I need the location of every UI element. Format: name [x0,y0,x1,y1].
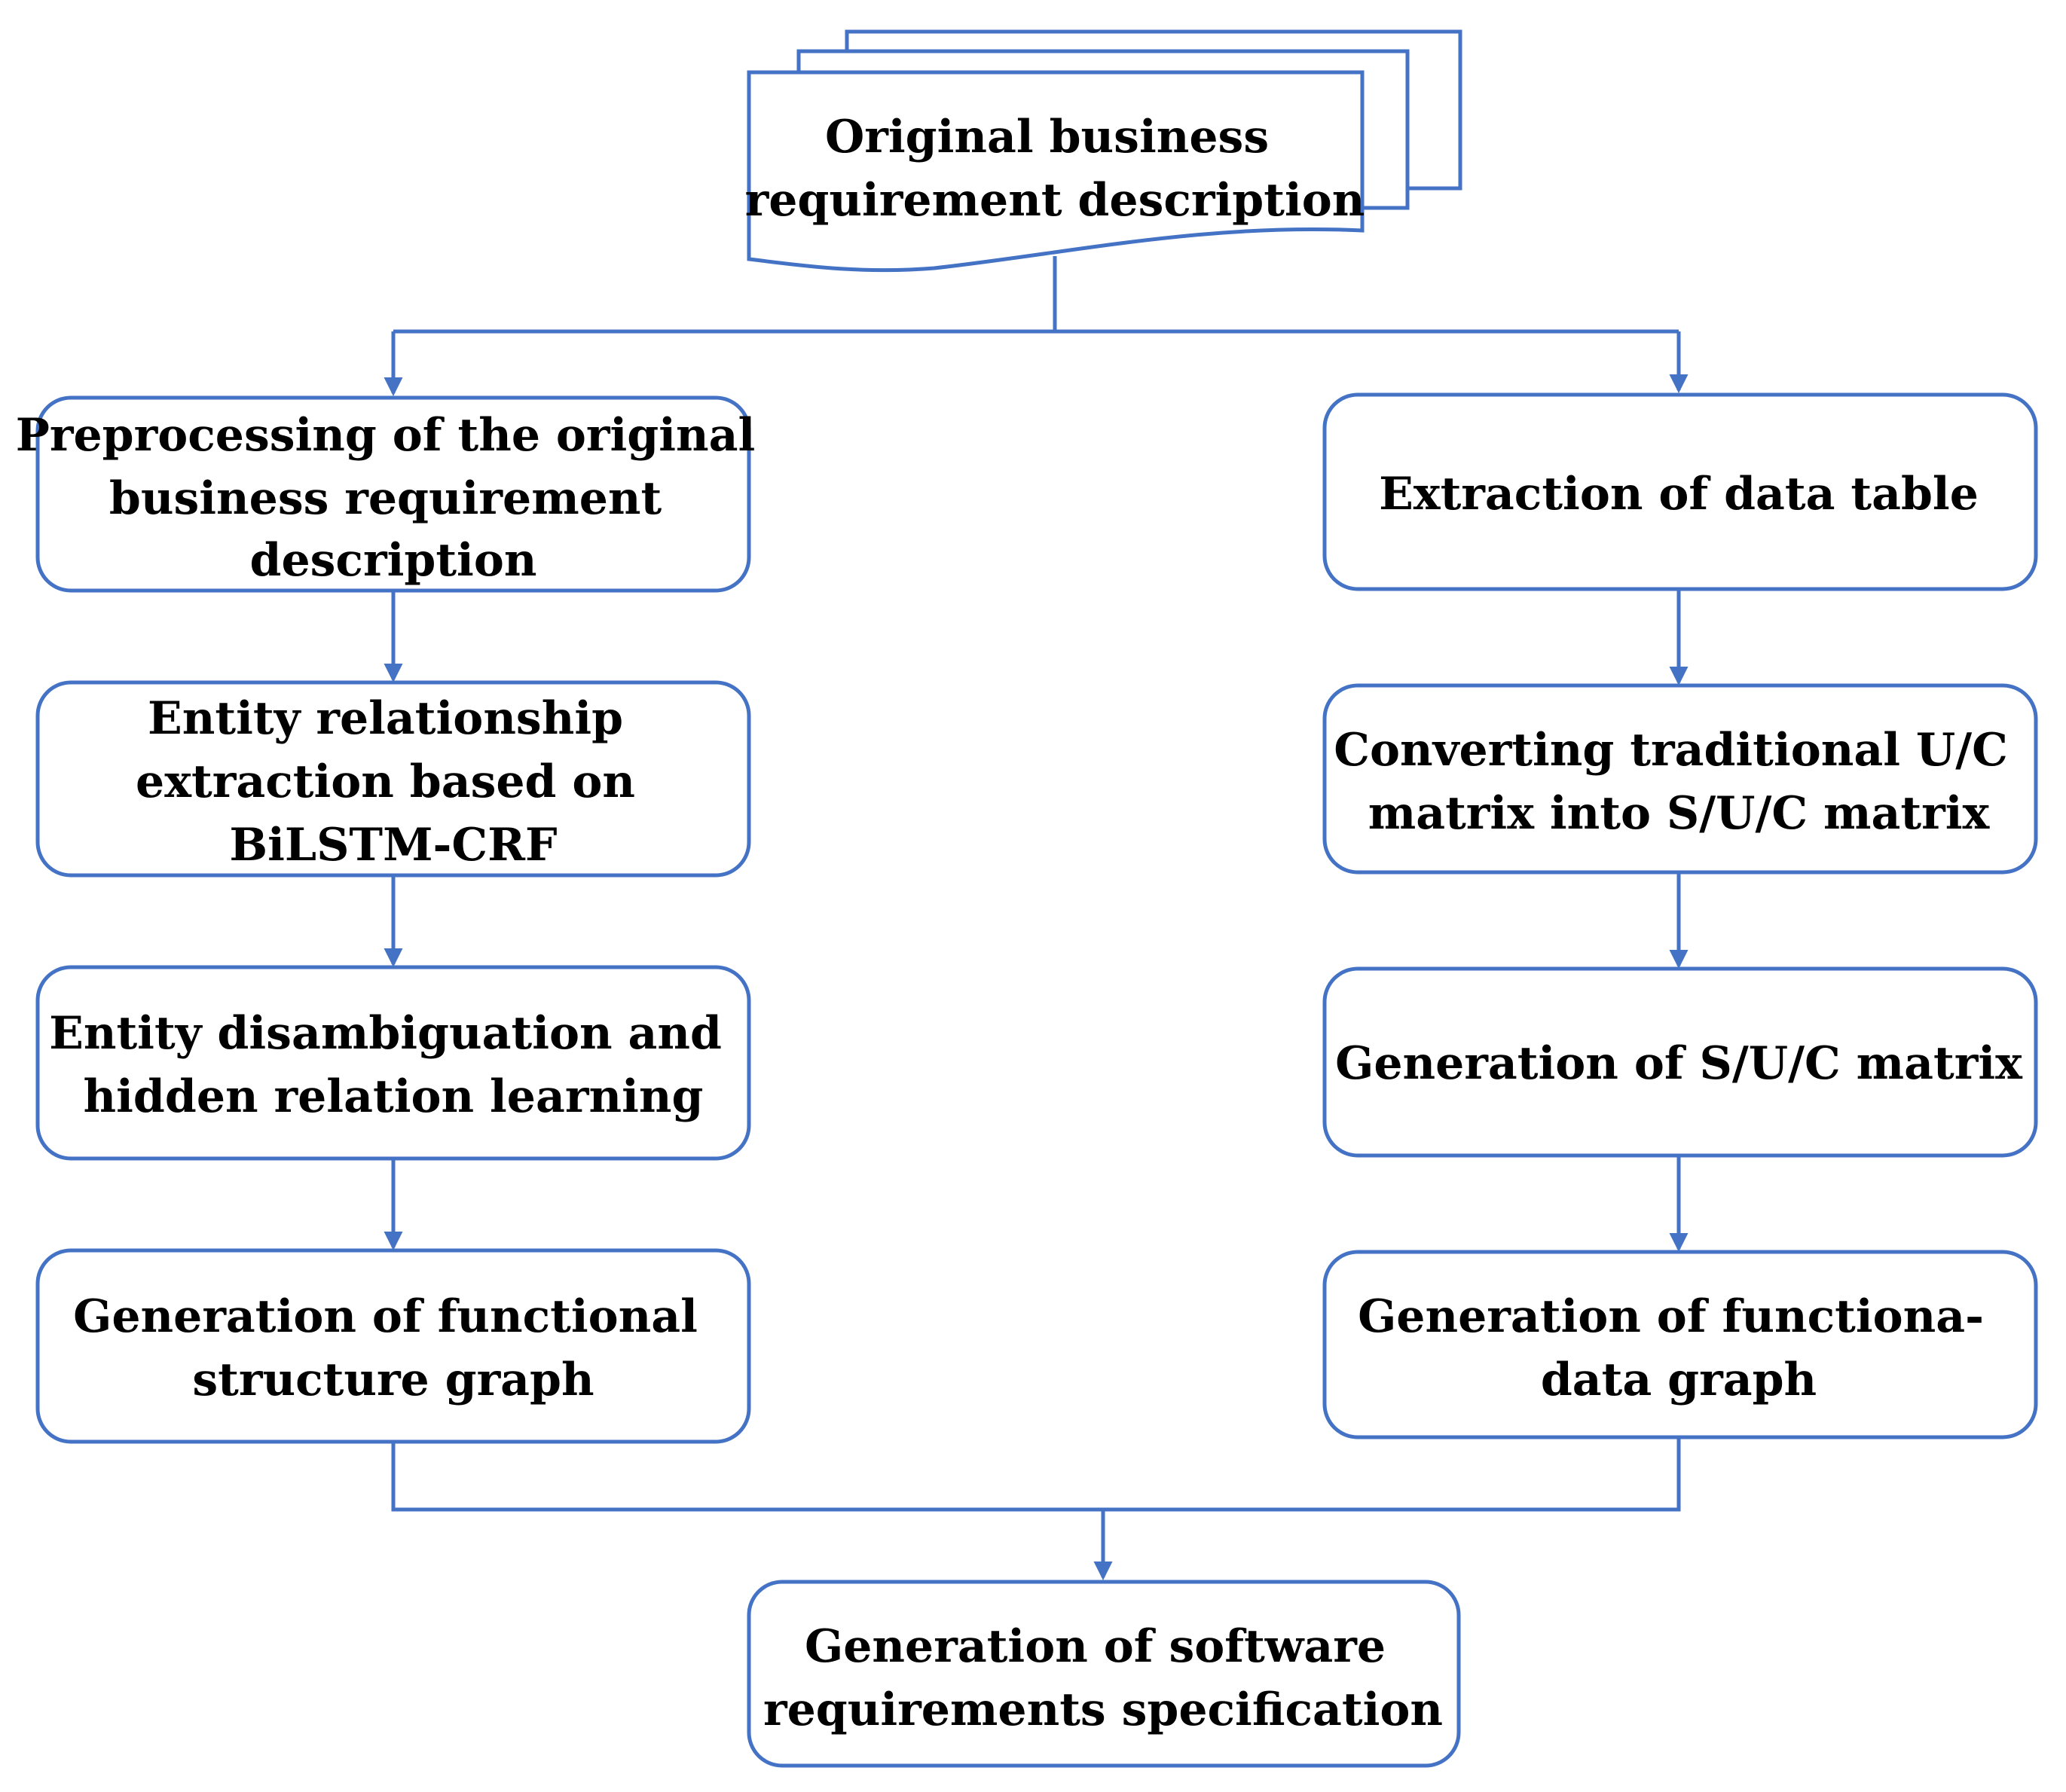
node-box [35,395,751,593]
node-preprocessing: Preprocessing of the original business r… [16,395,771,593]
node-label: Generation of S/U/C matrix [1335,1037,2023,1090]
node-box [35,965,751,1161]
node-entity-disambiguation: Entity disambiguation and hidden relatio… [35,965,751,1161]
node-label-line: structure graph [192,1354,594,1406]
node-label: Generation of functiona- data graph [1358,1290,2000,1406]
connectors [384,256,1689,1581]
node-label-line: Extraction of data table [1379,468,1979,521]
node-functional-structure-graph: Generation of functional structure graph [35,1248,751,1444]
node-label: Entity disambiguation and hidden relatio… [49,1007,738,1123]
node-original-business-requirement: Original business requirement descriptio… [745,29,1462,273]
node-box [35,680,751,878]
node-entity-relationship-extraction: Entity relationship extraction based on … [35,680,751,878]
node-label-line: requirements specification [763,1684,1443,1736]
node-label-line: Preprocessing of the original [16,409,756,462]
node-box [35,1248,751,1444]
node-box [1322,966,2038,1158]
node-label-line: Converting traditional U/C [1334,724,2008,777]
source-label-line: requirement description [745,174,1365,227]
node-label: Preprocessing of the original business r… [16,409,771,587]
node-label-line: extraction based on [136,756,635,808]
node-label: Generation of software requirements spec… [763,1620,1443,1736]
node-label-line: Entity relationship [148,692,623,745]
node-box [1322,1250,2038,1439]
node-functional-data-graph: Generation of functiona- data graph [1322,1250,2038,1439]
node-converting-uc-matrix: Converting traditional U/C matrix into S… [1322,683,2038,875]
node-label-line: hidden relation learning [84,1070,704,1123]
source-label-line: Original business [825,111,1269,163]
node-extraction-data-table: Extraction of data table [1322,392,2038,591]
node-software-requirements-specification: Generation of software requirements spec… [747,1580,1461,1768]
node-label-line: Generation of S/U/C matrix [1335,1037,2023,1090]
node-label: Generation of functional structure graph [73,1290,714,1406]
node-label-line: Generation of software [805,1620,1386,1673]
node-box [747,1580,1461,1768]
node-generation-suc-matrix: Generation of S/U/C matrix [1322,966,2038,1158]
document-stack-front [747,70,1365,273]
source-label: Original business requirement descriptio… [745,111,1365,227]
node-label-line: Entity disambiguation and [49,1007,722,1060]
node-box [1322,392,2038,591]
connector-merge [391,1439,1681,1512]
node-label-line: data graph [1541,1354,1817,1406]
node-label-line: Generation of functiona- [1358,1290,1984,1343]
node-label-line: Generation of functional [73,1290,698,1343]
node-box [1322,683,2038,875]
node-label-line: BiLSTM-CRF [229,819,557,872]
connector-source-split [393,256,1679,334]
node-label-line: matrix into S/U/C matrix [1368,787,1991,840]
node-label-line: description [250,534,537,587]
node-label-line: business requirement [109,472,662,525]
node-label: Extraction of data table [1379,468,1979,521]
node-label: Converting traditional U/C matrix into S… [1334,724,2024,840]
node-label: Entity relationship extraction based on … [136,692,651,872]
